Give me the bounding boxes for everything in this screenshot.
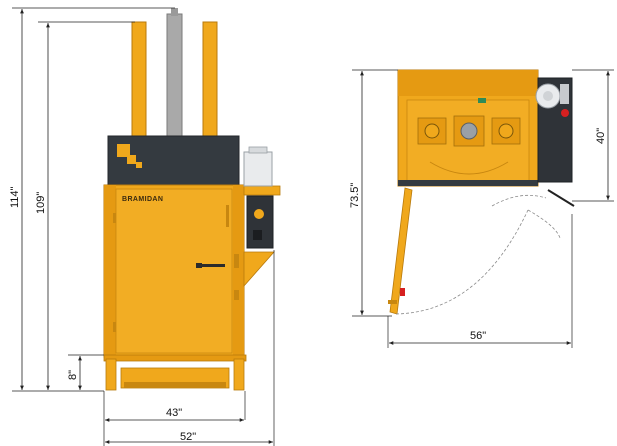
door-handle bbox=[199, 264, 225, 267]
overall-height-label: 114" bbox=[9, 186, 21, 208]
front-view: BRAMIDAN 114" 109" bbox=[9, 7, 281, 446]
side-frame-right bbox=[233, 185, 244, 357]
top-view: 73.5" 40" 56" bbox=[349, 69, 614, 348]
floor-clearance-label: 8" bbox=[67, 370, 79, 380]
control-switch bbox=[253, 230, 262, 240]
hood-logo-block bbox=[127, 155, 136, 164]
body-depth-label: 40" bbox=[595, 128, 607, 144]
door-hinge bbox=[113, 322, 116, 332]
brand-logo: BRAMIDAN bbox=[122, 196, 163, 203]
top-front-edge bbox=[398, 180, 538, 186]
latch bbox=[234, 290, 239, 300]
door-panel bbox=[115, 188, 233, 354]
cylinder-cap bbox=[171, 8, 178, 16]
top-body-rim bbox=[398, 70, 538, 96]
emergency-stop bbox=[561, 109, 569, 117]
overall-width-label: 52" bbox=[180, 431, 196, 443]
cylinder-height-label: 109" bbox=[35, 192, 47, 214]
door-hinge bbox=[113, 213, 116, 223]
latch bbox=[226, 205, 229, 227]
door-cable bbox=[547, 189, 575, 207]
left-guide-post bbox=[131, 21, 147, 141]
cylinder-port-right bbox=[498, 123, 514, 139]
hood-logo-block bbox=[117, 144, 130, 157]
right-guide-post bbox=[202, 21, 218, 141]
body-width-label: 43" bbox=[166, 407, 182, 419]
left-leg bbox=[105, 358, 117, 391]
base-frame bbox=[103, 354, 247, 362]
open-depth-label: 73.5" bbox=[349, 183, 361, 208]
cylinder-port-center bbox=[460, 122, 478, 140]
motor-support-bracket bbox=[243, 251, 275, 288]
control-panel bbox=[246, 195, 274, 249]
door-swing-label: 56" bbox=[470, 330, 486, 342]
door-handle-grip bbox=[196, 263, 202, 268]
control-knob bbox=[254, 209, 264, 219]
motor-cap bbox=[248, 146, 268, 154]
hood-logo-block bbox=[136, 162, 142, 168]
press-cylinder bbox=[166, 13, 183, 141]
motor-mount bbox=[243, 185, 281, 196]
green-indicator bbox=[478, 98, 486, 103]
motor-fan-center bbox=[543, 91, 553, 101]
door-swing-arc-left bbox=[395, 209, 529, 315]
door-swing-arc-right bbox=[527, 209, 561, 239]
door-handle-top bbox=[388, 300, 397, 304]
cylinder-port-left bbox=[424, 123, 440, 139]
right-leg bbox=[233, 358, 245, 391]
door-swing-chord bbox=[491, 194, 547, 207]
door-latch-red bbox=[400, 288, 405, 296]
latch bbox=[234, 254, 239, 268]
gauge-block bbox=[560, 84, 569, 104]
press-plate-arc bbox=[429, 161, 509, 175]
bottom-tray-shade bbox=[124, 382, 226, 388]
side-frame-left bbox=[104, 185, 116, 357]
electric-motor bbox=[243, 151, 273, 187]
